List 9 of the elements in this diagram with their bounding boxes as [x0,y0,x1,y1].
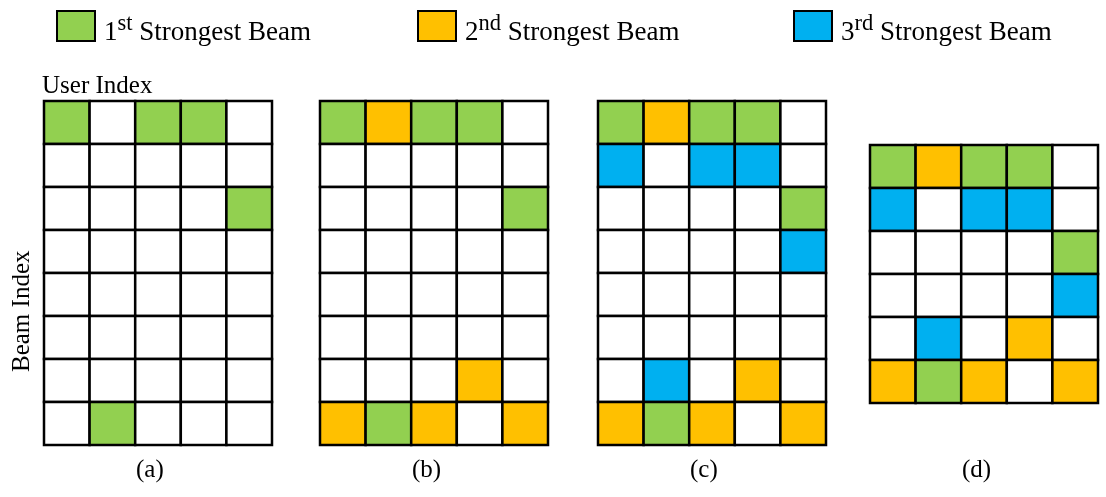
panel-caption: (a) [136,456,164,481]
legend-label: 1$^{st}$ Strongest Beam [104,12,311,45]
legend-label: 2$^{nd}$ Strongest Beam [465,12,680,45]
legend-label: 3$^{rd}$ Strongest Beam [841,12,1052,45]
panel-caption: (d) [962,456,992,481]
panel-caption: (c) [690,456,718,481]
axis-label: Beam Index [8,250,33,372]
axis-label: User Index [42,72,153,97]
panel-caption: (b) [412,456,442,481]
